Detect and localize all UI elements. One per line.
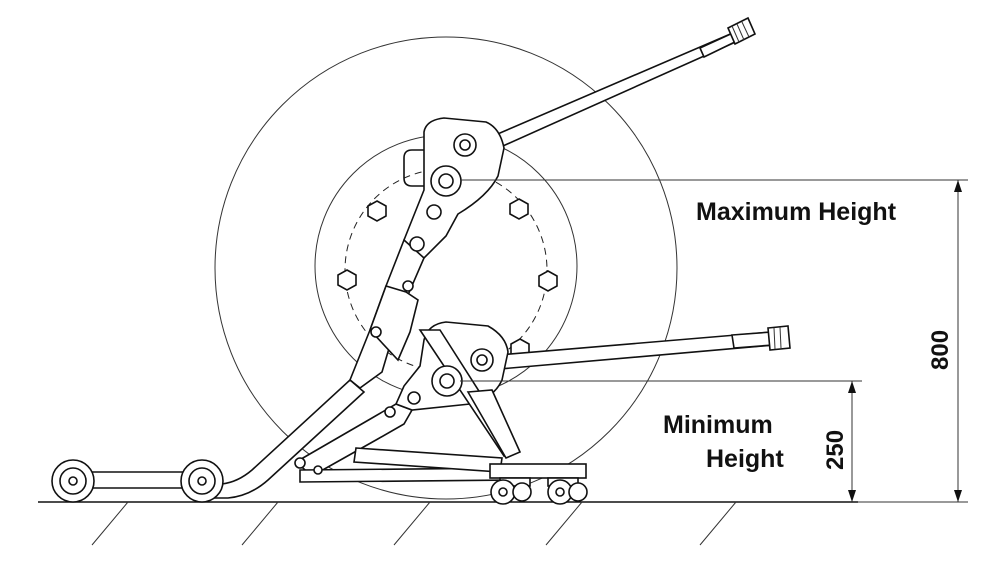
- caster-wheel-icon: [568, 482, 588, 502]
- ground-hatch: [699, 501, 737, 546]
- reel-axle-lower-icon: [431, 365, 463, 397]
- hex-bolt-icon: [337, 269, 357, 291]
- ground-hatch: [241, 501, 279, 546]
- ground-hatch: [545, 501, 583, 546]
- upper-handle: [471, 16, 757, 160]
- pivot-pin-icon: [409, 236, 425, 252]
- arrow-down-icon: [954, 490, 962, 502]
- pivot-pin-icon: [313, 465, 323, 475]
- base-frame: [87, 378, 521, 499]
- upper-handle-bar: [471, 30, 742, 160]
- lower-handle: [485, 325, 791, 371]
- ground-hatch: [91, 501, 129, 546]
- maximum-height-label: Maximum Height: [696, 198, 897, 226]
- wheels: [51, 459, 224, 503]
- lower-handle-sleeve: [731, 331, 774, 349]
- upper-handle-knob-icon: [726, 16, 757, 46]
- minimum-height-label-line2: Height: [706, 445, 784, 473]
- minimum-height-label-line1: Minimum: [663, 411, 773, 439]
- dimension-lines: [460, 179, 968, 503]
- max-height-value: 800: [927, 330, 954, 370]
- ground: [38, 501, 858, 546]
- arrow-down-icon: [848, 490, 856, 502]
- pivot-pin-icon: [407, 391, 421, 405]
- reel-flange-outer: [214, 36, 678, 500]
- carry-handle: [403, 149, 424, 187]
- cable-reel: [214, 36, 678, 500]
- lower-handle-knob-icon: [767, 325, 791, 351]
- rear-wheel-icon: [180, 459, 224, 503]
- pivot-bolt-icon: [470, 348, 494, 372]
- front-wheel-icon: [51, 459, 95, 503]
- caster-assembly: [489, 463, 588, 505]
- hex-bolt-icon: [509, 198, 529, 220]
- pivot-pin-icon: [426, 204, 442, 220]
- upper-arm-cylinder: [369, 285, 419, 362]
- pivot-pin-icon: [294, 457, 306, 469]
- caster-plate: [489, 463, 587, 479]
- reel-axle-upper-icon: [430, 165, 462, 197]
- hex-bolt-icon: [367, 200, 387, 222]
- arrow-up-icon: [954, 180, 962, 192]
- min-height-value: 250: [822, 430, 849, 470]
- pivot-pin-icon: [370, 326, 382, 338]
- pivot-pin-icon: [402, 280, 414, 292]
- pivot-bolt-icon: [453, 133, 477, 157]
- lower-lift-arm: [384, 321, 522, 460]
- hex-bolt-icon: [538, 270, 558, 292]
- arrow-up-icon: [848, 381, 856, 393]
- lower-arm-strut-2: [466, 389, 522, 460]
- caster-wheel-icon: [490, 479, 516, 505]
- ground-hatch: [393, 501, 431, 546]
- pivot-pin-icon: [384, 406, 396, 418]
- caster-wheel-icon: [512, 482, 532, 502]
